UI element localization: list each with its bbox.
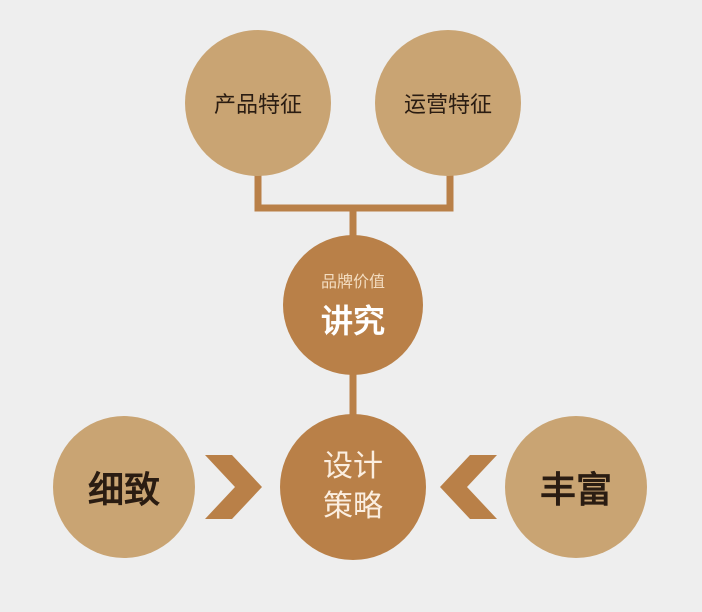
node-product: 产品特征 [185, 30, 331, 176]
connector-top [254, 170, 454, 212]
node-rich: 丰富 [505, 416, 647, 558]
node-operation: 运营特征 [375, 30, 521, 176]
node-rich-label: 丰富 [539, 470, 612, 511]
node-operation-label: 运营特征 [403, 93, 492, 118]
node-detail: 细致 [53, 416, 195, 558]
node-brand-sublabel: 品牌价值 [320, 272, 385, 291]
node-brand-label: 讲究 [320, 302, 385, 340]
node-strategy-line1: 设计 [323, 449, 383, 484]
node-detail-label: 细致 [87, 470, 160, 511]
chevron-right-icon [205, 455, 262, 519]
node-strategy-line2: 策略 [323, 489, 383, 524]
node-product-label: 产品特征 [213, 93, 302, 118]
node-strategy: 设计 策略 [280, 414, 426, 560]
chevron-left-icon [440, 455, 497, 519]
node-brand: 品牌价值 讲究 [283, 235, 423, 375]
